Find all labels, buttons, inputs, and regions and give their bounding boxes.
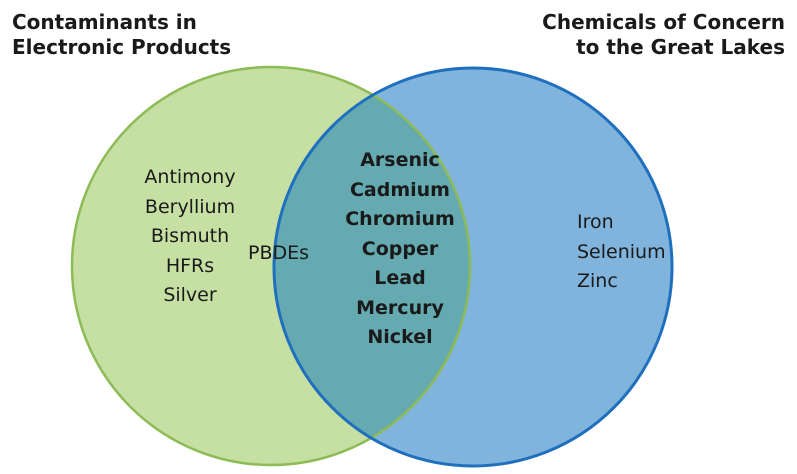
electronics-circle-outline: [70, 65, 472, 467]
electronics-title-line-2: Electronic Products: [12, 35, 232, 59]
great-lakes-title-line-2: to the Great Lakes: [576, 35, 785, 59]
electronics-only-list: Antimony Beryllium Bismuth HFRs Silver: [120, 163, 260, 311]
electronics-only-item: HFRs: [165, 254, 215, 277]
great-lakes-circle-outline: [272, 66, 674, 468]
shared-item: Cadmium: [349, 178, 450, 201]
great-lakes-only-list: Iron Selenium Zinc: [577, 208, 666, 297]
electronics-only-item: Silver: [163, 284, 217, 306]
great-lakes-only-item: Iron: [577, 211, 614, 233]
shared-item: Arsenic: [360, 149, 440, 171]
shared-item: Nickel: [367, 326, 433, 348]
shared-item: Lead: [374, 267, 426, 289]
shared-item: Mercury: [356, 296, 444, 319]
electronics-only-item: Bismuth: [150, 225, 230, 247]
pbdes-label: PBDEs: [248, 239, 309, 269]
shared-item: Chromium: [345, 208, 455, 230]
electronics-only-item: Antimony: [144, 166, 236, 188]
shared-item: Copper: [361, 237, 439, 260]
boundary-item: PBDEs: [248, 242, 310, 264]
electronics-set-title: Contaminants in Electronic Products: [12, 10, 231, 60]
electronics-only-item: Beryllium: [144, 195, 236, 218]
shared-chemicals-list: Arsenic Cadmium Chromium Copper Lead Mer…: [320, 146, 480, 353]
great-lakes-only-item: Zinc: [577, 270, 618, 292]
great-lakes-only-item: Selenium: [577, 240, 666, 263]
overlap-region: [274, 68, 470, 465]
great-lakes-title-line-1: Chemicals of Concern: [542, 10, 785, 34]
great-lakes-set-title: Chemicals of Concern to the Great Lakes: [542, 10, 785, 60]
electronics-title-line-1: Contaminants in: [12, 10, 197, 34]
